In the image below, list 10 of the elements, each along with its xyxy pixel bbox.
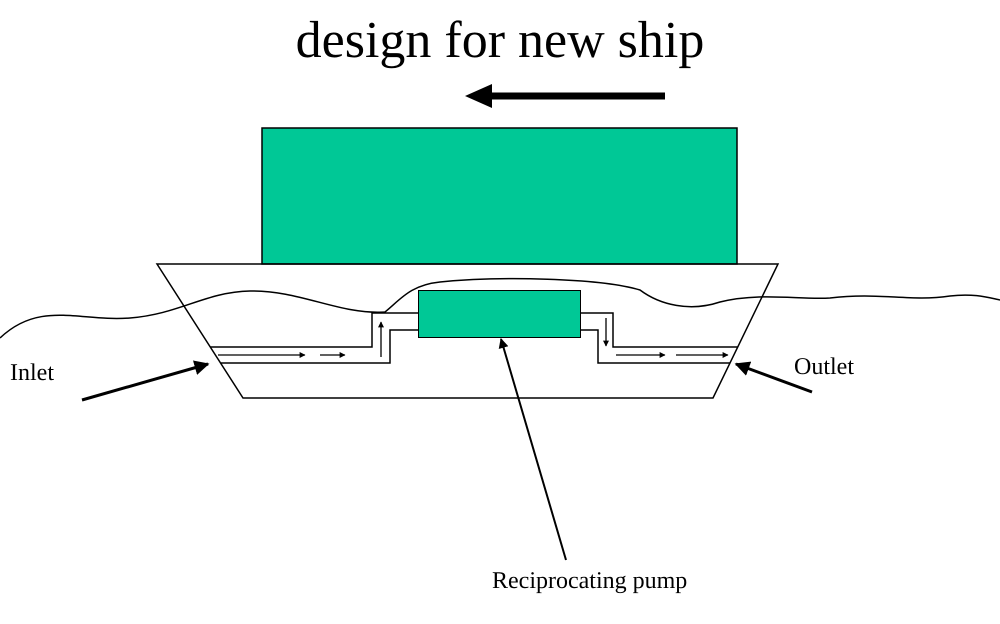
pump-box: [418, 290, 581, 338]
part-label: Reciprocating pump: [492, 568, 688, 594]
leader-line: [82, 360, 210, 402]
outlet-pipe: [581, 312, 738, 364]
leader-line: [498, 338, 567, 560]
part-label: Inlet: [10, 360, 54, 386]
title: design for new ship: [294, 12, 706, 70]
inlet-pipe: [210, 312, 418, 364]
part-label: Outlet: [794, 354, 854, 380]
leader-line: [734, 362, 813, 394]
